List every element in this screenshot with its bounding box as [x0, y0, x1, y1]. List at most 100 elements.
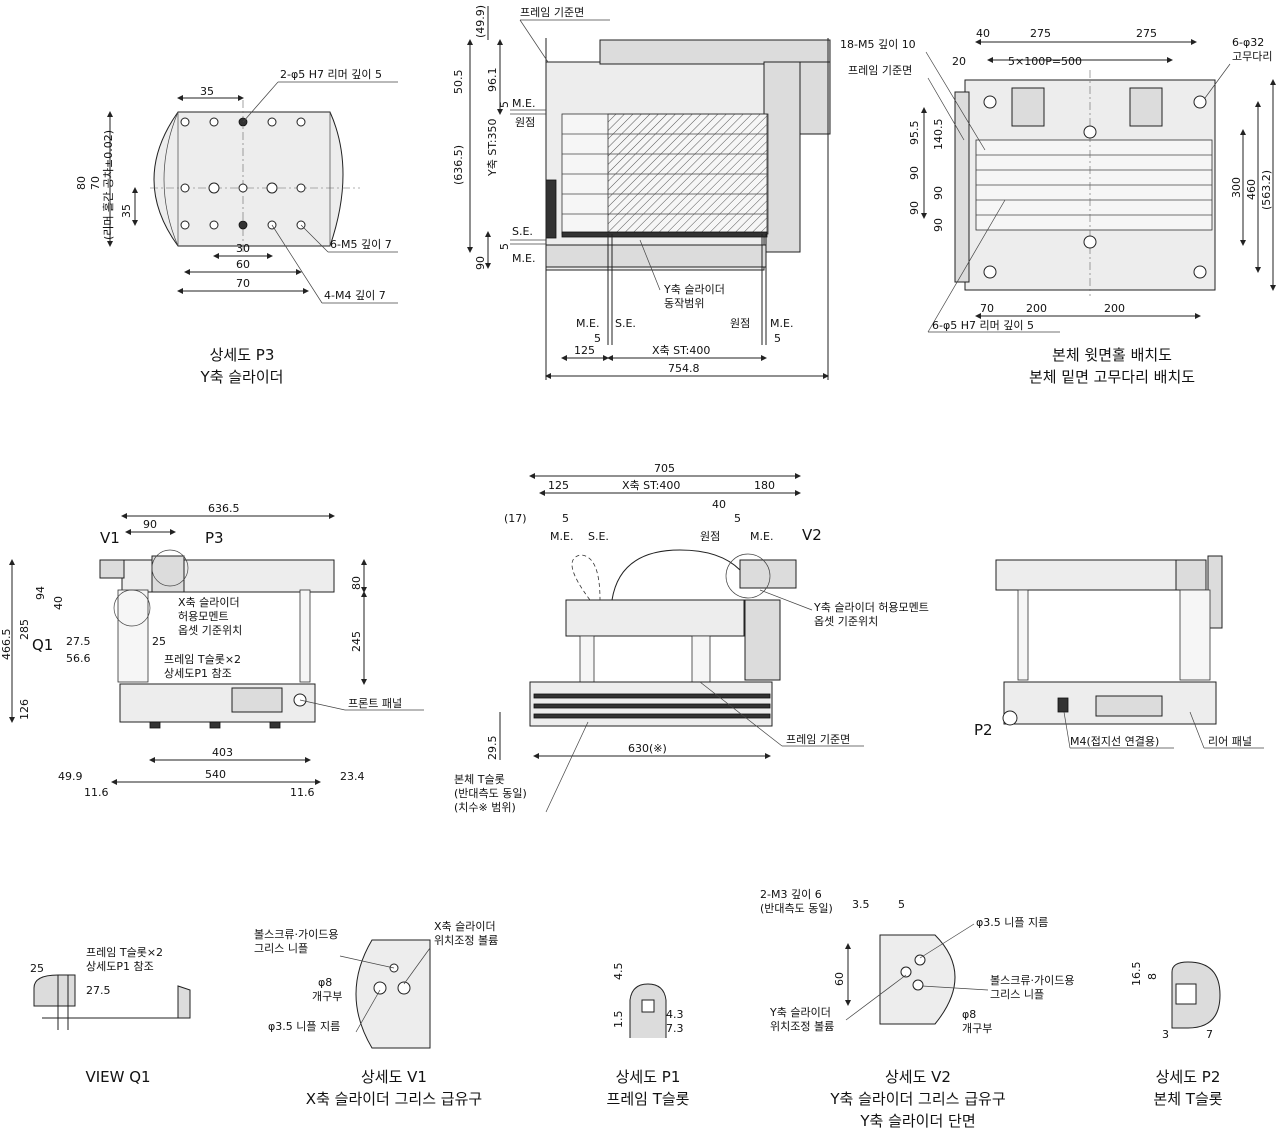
- front-view: 636.5 V1 90 P3 466.5 285 94 40 126 Q1 27…: [0, 502, 424, 799]
- p3-dim-60: 60: [236, 258, 250, 271]
- top-dim-90: 90: [474, 256, 487, 270]
- p2-d8: 8: [1146, 973, 1159, 980]
- front-d90: 90: [143, 518, 157, 531]
- front-d540: 540: [205, 768, 226, 781]
- front-d25: 25: [152, 635, 166, 648]
- holes-rubber1: 6-φ32: [1232, 36, 1264, 49]
- rear-p2: P2: [974, 721, 993, 739]
- front-xmom3: 옵셋 기준위치: [178, 624, 242, 637]
- holes-rubber2: 고무다리: [1232, 50, 1272, 63]
- v2-caption-sub2: Y축 슬라이더 단면: [859, 1112, 975, 1130]
- p1-d7-3: 7.3: [666, 1022, 684, 1035]
- v1-caption-sub: X축 슬라이더 그리스 급유구: [306, 1090, 482, 1108]
- p1-d1-5: 1.5: [612, 1011, 625, 1029]
- view-q1: 25 27.5 프레임 T슬롯×2 상세도P1 참조 VIEW Q1: [30, 946, 191, 1086]
- top-dim-636-5: (636.5): [452, 145, 465, 185]
- holes-d40: 40: [976, 27, 990, 40]
- front-d11-6b: 11.6: [290, 786, 315, 799]
- holes-d70: 70: [980, 302, 994, 315]
- front-d56-6: 56.6: [66, 652, 91, 665]
- p3-note-reamer: 2-φ5 H7 리머 깊이 5: [280, 68, 382, 81]
- v2-caption-sub: Y축 슬라이더 그리스 급유구: [829, 1090, 1005, 1108]
- v1-n4: 위치조정 볼륨: [434, 934, 498, 947]
- v2-n7: 개구부: [962, 1022, 992, 1035]
- top-dim-754-8: 754.8: [668, 362, 700, 375]
- holes-note-m5: 18-M5 깊이 10: [840, 38, 916, 51]
- top-me1: M.E.: [512, 97, 535, 110]
- front-p3: P3: [205, 529, 224, 547]
- top-yrange2: 동작범위: [664, 297, 704, 310]
- holes-d275b: 275: [1136, 27, 1157, 40]
- v1-n5: φ8: [318, 976, 332, 989]
- v2-n2: (반대측도 동일): [760, 901, 833, 915]
- p2-d7: 7: [1206, 1028, 1213, 1041]
- side-ymom1: Y축 슬라이더 허용모멘트: [813, 601, 929, 614]
- side-tslot2: (반대측도 동일): [454, 786, 527, 800]
- detail-p2: 16.5 8 3 7 상세도 P2 본체 T슬롯: [1130, 961, 1223, 1108]
- detail-v2: 2-M3 깊이 6 (반대측도 동일) 3.5 5 φ3.5 니플 지름 60 …: [760, 888, 1074, 1130]
- front-d636-5: 636.5: [208, 502, 240, 515]
- p3-dim-70v: 70: [89, 176, 102, 190]
- p3-dim-35: 35: [200, 85, 214, 98]
- front-d126: 126: [18, 699, 31, 720]
- top-d5c: 5: [594, 332, 601, 345]
- front-xmom2: 허용모멘트: [178, 610, 229, 623]
- v1-caption: 상세도 V1: [361, 1068, 427, 1086]
- p3-dim-30: 30: [236, 242, 250, 255]
- top-view: 754.8 125 X축 ST:400 M.E. S.E. 5 원점 M.E. …: [452, 5, 831, 380]
- v1-n1: 볼스크류·가이드용: [254, 928, 338, 941]
- rear-panel: 리어 패널: [1208, 735, 1252, 748]
- v2-n1: 2-M3 깊이 6: [760, 888, 822, 901]
- top-d5b: 5: [498, 243, 511, 250]
- v2-n4: 볼스크류·가이드용: [990, 974, 1074, 987]
- holes-d90c: 90: [932, 186, 945, 200]
- top-se1: S.E.: [512, 225, 533, 238]
- holes-caption-sub: 본체 밑면 고무다리 배치도: [1029, 368, 1195, 386]
- v2-n3: φ3.5 니플 지름: [976, 916, 1048, 929]
- p3-note-m4: 4-M4 깊이 7: [324, 289, 386, 302]
- p3-note-m5: 6-M5 깊이 7: [330, 238, 392, 251]
- detail-p1: 4.5 1.5 4.3 7.3 상세도 P1 프레임 T슬롯: [607, 963, 690, 1109]
- holes-caption: 본체 윗면홀 배치도: [1052, 346, 1172, 364]
- p3-tolerance: (리머 홀간 공차±0.02): [102, 130, 115, 240]
- front-d49-9: 49.9: [58, 770, 83, 783]
- q1-note1: 프레임 T슬롯×2: [86, 946, 163, 959]
- q1-d27-5: 27.5: [86, 984, 111, 997]
- side-me2: M.E.: [750, 530, 773, 543]
- front-base: [119, 683, 316, 723]
- front-d94: 94: [34, 586, 47, 600]
- q1-d25: 25: [30, 962, 44, 975]
- top-dim-49-9: (49.9): [474, 5, 487, 38]
- side-x-beam: [565, 599, 745, 637]
- side-d705: 705: [654, 462, 675, 475]
- side-d40: 40: [712, 498, 726, 511]
- holes-d300: 300: [1230, 177, 1243, 198]
- side-d5a: 5: [562, 512, 569, 525]
- front-xmom1: X축 슬라이더: [178, 596, 240, 609]
- front-d23-4: 23.4: [340, 770, 365, 783]
- hole-layout: 40 275 275 18-M5 깊이 10 프레임 기준면 6-φ32 고무다…: [840, 27, 1276, 386]
- holes-d20: 20: [952, 55, 966, 68]
- p3-dim-35v: 35: [120, 204, 133, 218]
- v2-caption: 상세도 V2: [885, 1068, 951, 1086]
- side-d17: (17): [504, 512, 527, 525]
- v2-d3-5: 3.5: [852, 898, 870, 911]
- holes-d200b: 200: [1104, 302, 1125, 315]
- v2-d60: 60: [833, 972, 846, 986]
- v2-n9: 위치조정 볼륨: [770, 1020, 834, 1033]
- holes-d460: 460: [1245, 179, 1258, 200]
- side-d29-5: 29.5: [486, 736, 499, 761]
- v1-n6: 개구부: [312, 990, 342, 1003]
- p3-caption: 상세도 P3: [210, 346, 275, 364]
- q1-note2: 상세도P1 참조: [86, 960, 154, 973]
- p3-dim-80: 80: [75, 176, 88, 190]
- top-me2: M.E.: [512, 252, 535, 265]
- v2-n5: 그리스 니플: [990, 988, 1044, 1001]
- side-d5b: 5: [734, 512, 741, 525]
- top-d5d: 5: [774, 332, 781, 345]
- detail-p3: 35 80 70 (리머 홀간 공차±0.02) 35 30 60 70 2-φ…: [75, 68, 398, 386]
- holes-note-reamer: 6-φ5 H7 리머 깊이 5: [932, 319, 1034, 332]
- top-me3: M.E.: [576, 317, 599, 330]
- side-ymom2: 옵셋 기준위치: [814, 615, 878, 628]
- rear-view: P2 M4(접지선 연결용) 리어 패널: [974, 555, 1264, 749]
